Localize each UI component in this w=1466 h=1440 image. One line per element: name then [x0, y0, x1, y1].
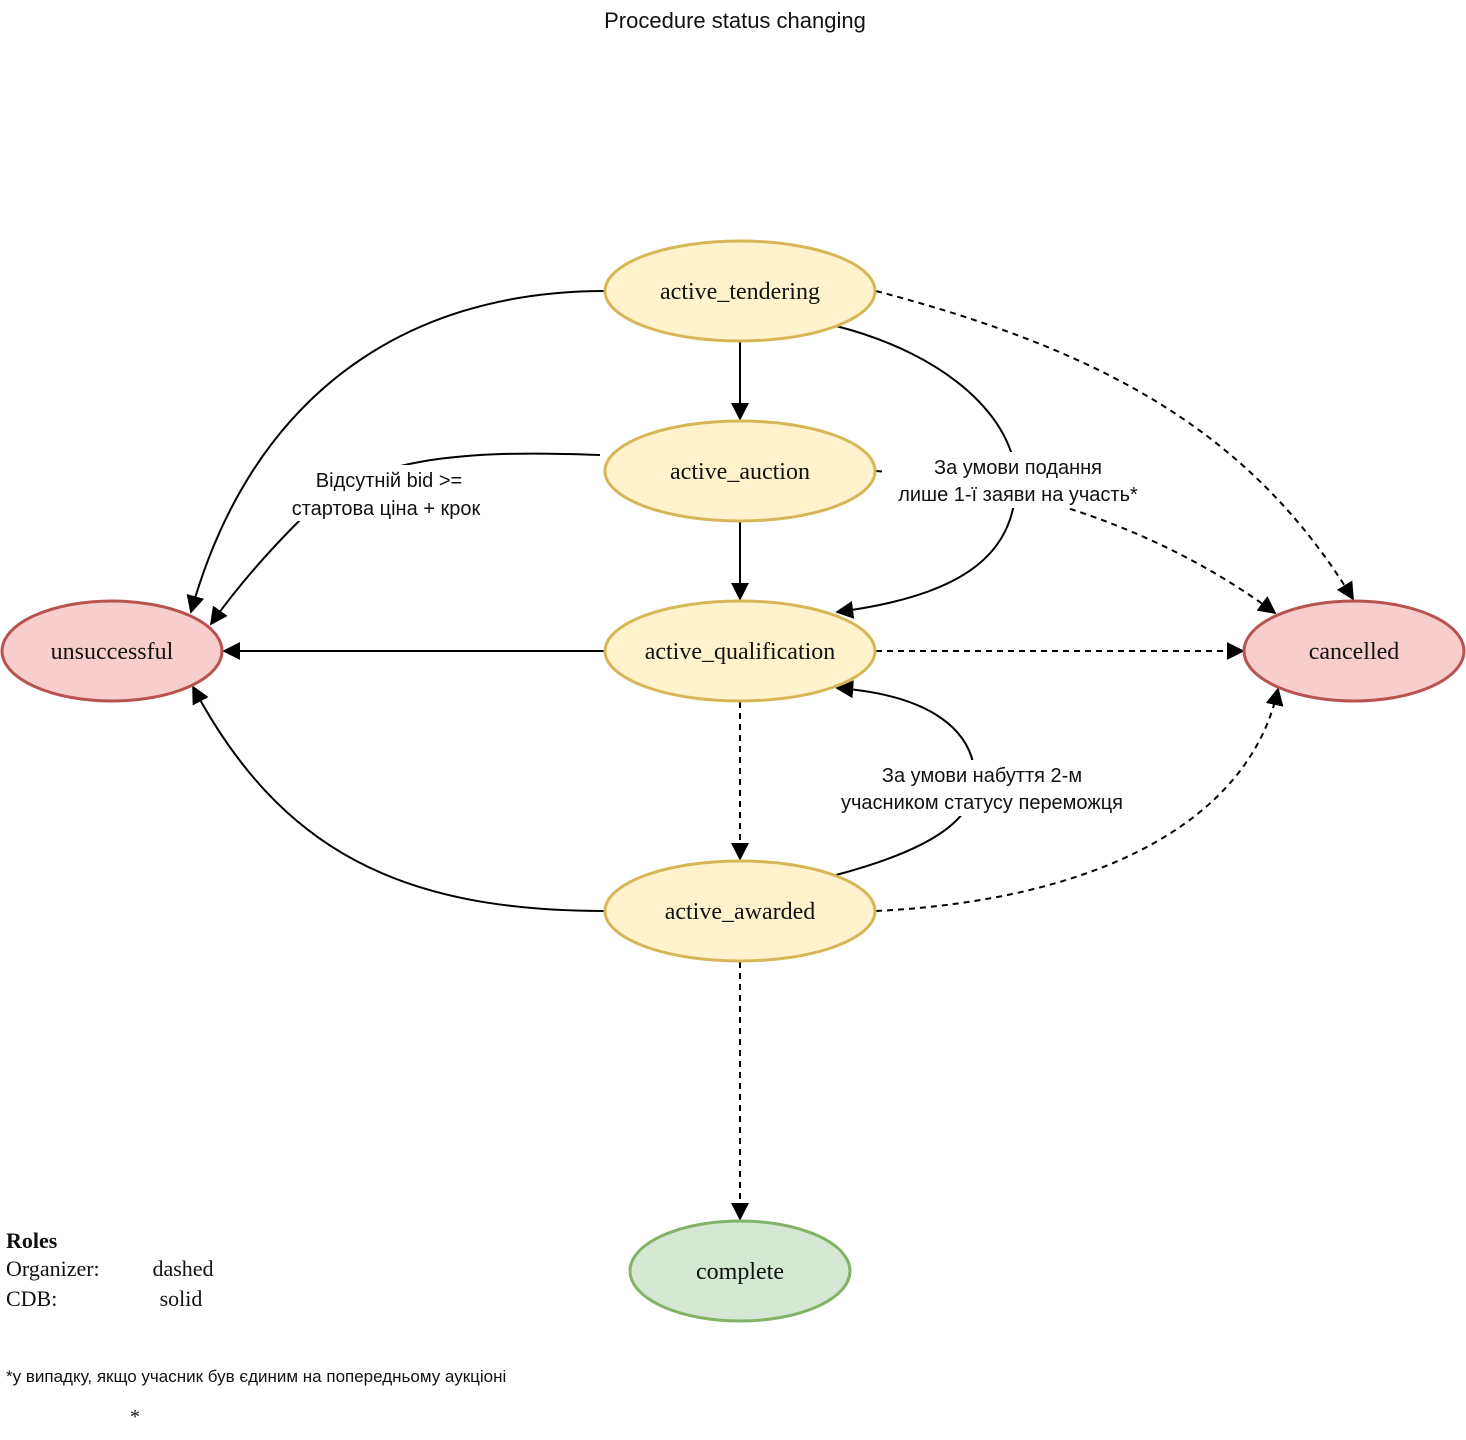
edge-auction-to-cancelled	[875, 470, 1277, 615]
edge-label-single-bid: За умови подання лише 1-ї заяви на участ…	[884, 452, 1152, 508]
diagram-title: Procedure status changing	[604, 8, 866, 33]
node-active-auction-label: active_auction	[670, 459, 810, 485]
legend: Roles Organizer: dashed CDB: solid	[6, 1228, 214, 1311]
edge-awarded-to-unsuccessful	[192, 685, 606, 912]
legend-cdb-role: CDB:	[6, 1286, 57, 1311]
legend-cdb-style: solid	[160, 1286, 203, 1311]
edge-label-single-bid-line2: лише 1-ї заяви на участь*	[898, 484, 1138, 506]
edge-label-second-winner-line1: За умови набуття 2-м	[882, 765, 1082, 787]
node-cancelled-label: cancelled	[1309, 639, 1400, 665]
legend-organizer-role: Organizer:	[6, 1256, 100, 1281]
node-complete: complete	[628, 1219, 852, 1323]
node-active-qualification-label: active_qualification	[645, 639, 836, 665]
node-active-qualification: active_qualification	[603, 599, 877, 703]
node-complete-label: complete	[696, 1259, 784, 1285]
node-active-awarded: active_awarded	[603, 859, 877, 963]
edge-label-no-bid-line1: Відсутній bid >=	[316, 470, 462, 492]
legend-heading: Roles	[6, 1228, 58, 1253]
edge-label-second-winner: За умови набуття 2-м учасником статусу п…	[826, 760, 1140, 816]
edge-label-single-bid-line1: За умови подання	[934, 457, 1102, 479]
node-unsuccessful-label: unsuccessful	[51, 639, 174, 665]
node-active-tendering-label: active_tendering	[660, 279, 820, 305]
edge-label-no-bid: Відсутній bid >= стартова ціна + крок	[280, 465, 492, 521]
node-active-tendering: active_tendering	[603, 239, 877, 343]
edge-label-second-winner-line2: учасником статусу переможця	[841, 792, 1123, 814]
footnote: *у випадку, якщо учасник був єдиним на п…	[6, 1367, 506, 1386]
edge-awarded-to-cancelled	[875, 687, 1284, 912]
node-active-awarded-label: active_awarded	[665, 899, 816, 925]
footnote-mark: *	[130, 1406, 140, 1428]
node-active-auction: active_auction	[603, 419, 877, 523]
edge-tendering-to-unsuccessful	[186, 290, 606, 614]
edge-label-no-bid-line2: стартова ціна + крок	[292, 498, 481, 520]
edge-tendering-to-cancelled	[875, 290, 1354, 601]
legend-organizer-style: dashed	[152, 1256, 213, 1281]
node-unsuccessful: unsuccessful	[0, 599, 224, 703]
node-cancelled: cancelled	[1242, 599, 1466, 703]
